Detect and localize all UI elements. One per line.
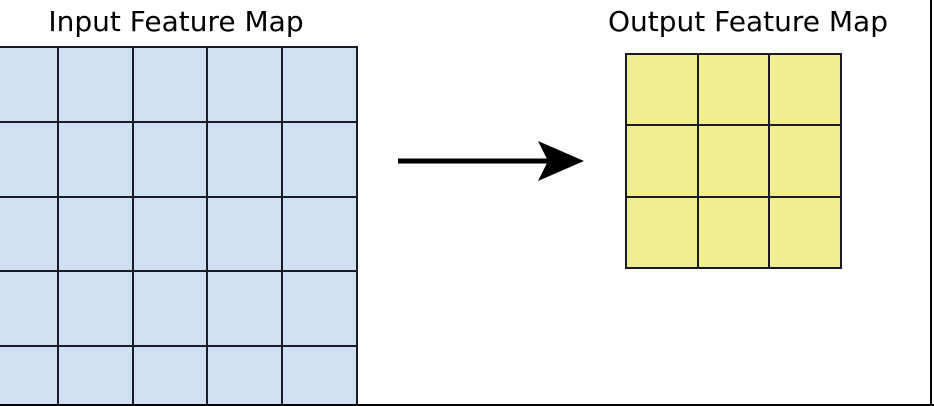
input-map-cell [58,197,132,271]
input-map-cell [133,197,207,271]
input-map-cell [208,122,282,196]
input-map-cell [133,272,207,346]
input-map-cell [0,347,57,406]
input-map-cell [283,48,356,121]
input-map-cell [58,122,132,196]
output-map-cell [770,197,840,267]
input-map-cell [208,272,282,346]
input-map-cell [133,48,207,121]
input-map-cell [208,48,282,121]
output-map-cell [627,197,697,267]
input-map-cell [133,347,207,406]
output-feature-map-title: Output Feature Map [608,5,888,38]
input-map-cell [0,272,57,346]
transformation-arrow [398,141,584,181]
output-map-cell [698,55,769,125]
output-feature-map-grid [625,53,842,269]
input-map-cell [0,197,57,271]
output-map-cell [770,126,840,196]
input-map-cell [58,272,132,346]
input-feature-map-grid [0,46,358,406]
input-map-cell [208,347,282,406]
input-map-cell [133,122,207,196]
input-map-cell [283,347,356,406]
output-map-cell [770,55,840,125]
input-map-cell [58,347,132,406]
output-map-cell [698,197,769,267]
output-map-cell [627,55,697,125]
input-map-cell [58,48,132,121]
input-map-cell [283,197,356,271]
canvas-bottom-border [0,404,934,406]
input-map-cell [283,122,356,196]
input-map-cell [283,272,356,346]
canvas-right-border [930,0,932,406]
input-feature-map-title: Input Feature Map [48,5,304,38]
input-map-cell [0,122,57,196]
input-map-cell [0,48,57,121]
input-map-cell [208,197,282,271]
output-map-cell [698,126,769,196]
output-map-cell [627,126,697,196]
